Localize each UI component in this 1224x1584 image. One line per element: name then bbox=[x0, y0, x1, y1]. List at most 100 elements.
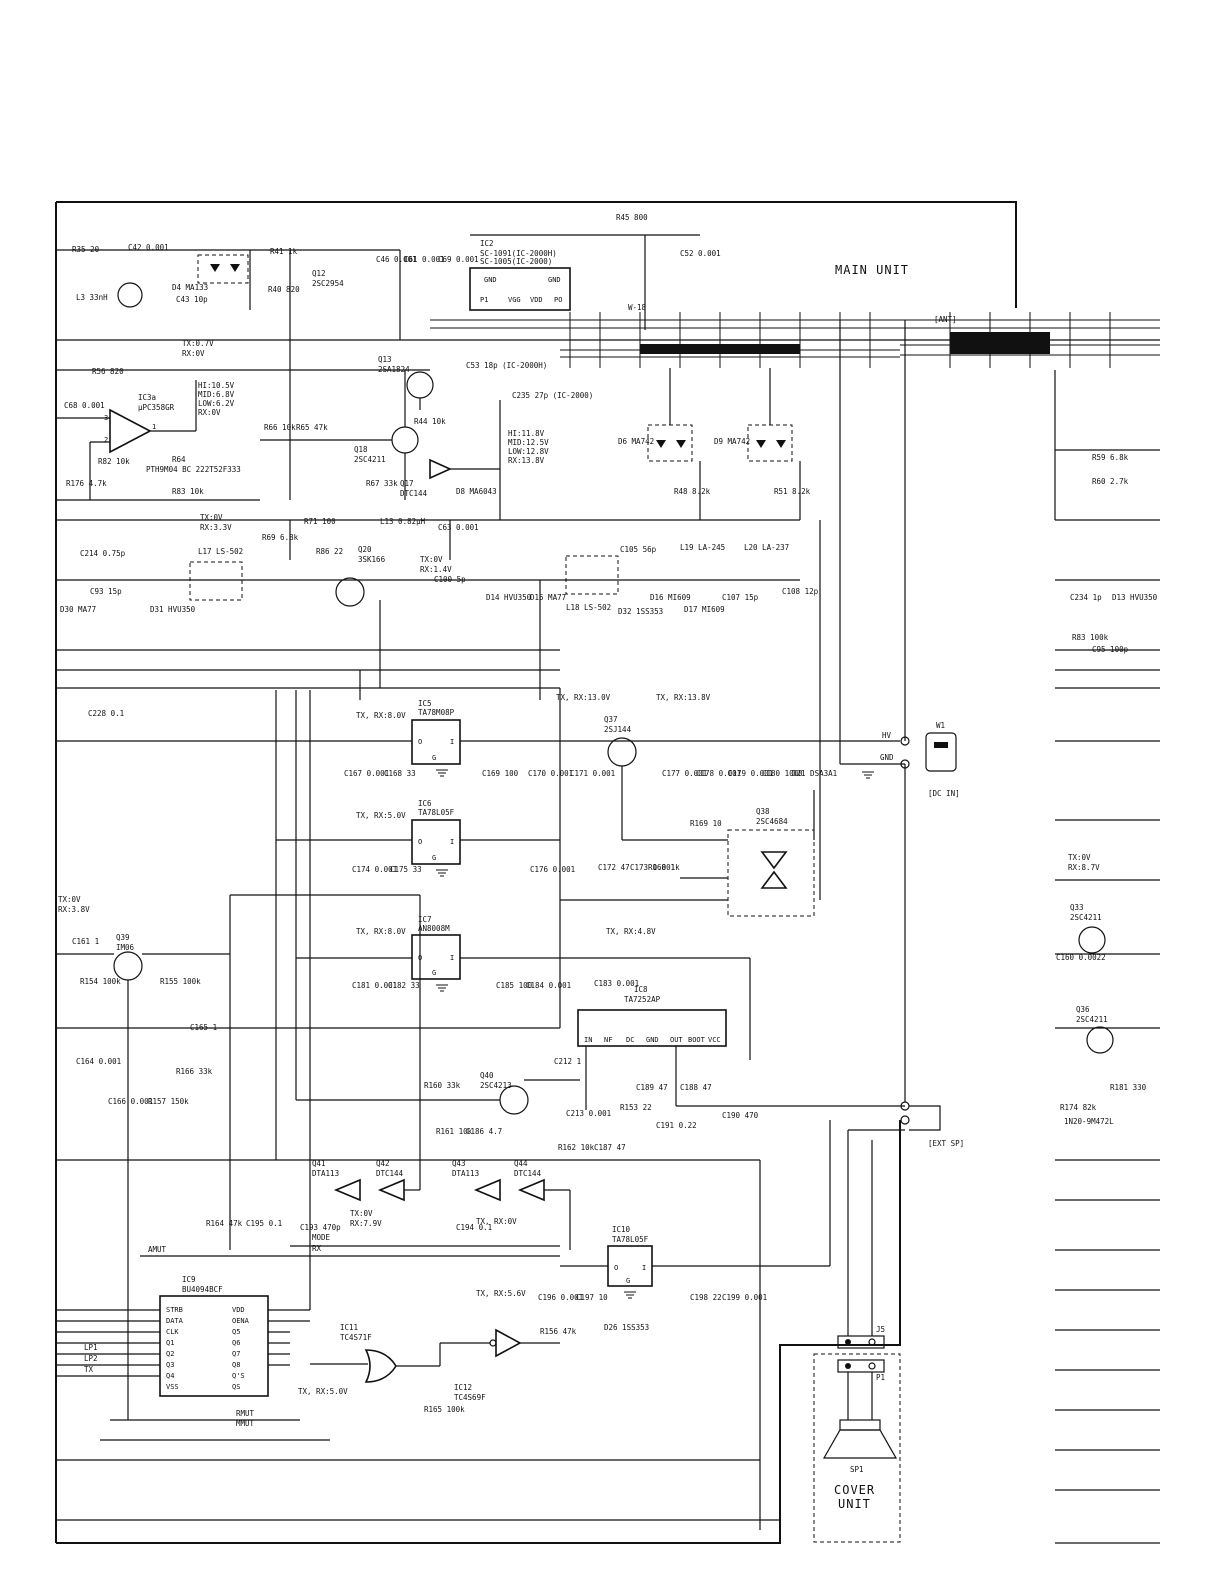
c187-label: C187 47 bbox=[594, 1143, 626, 1152]
ic9-pin-oena: OENA bbox=[232, 1317, 250, 1325]
q44-part: DTC144 bbox=[514, 1169, 542, 1178]
q20-ref: Q20 bbox=[358, 545, 372, 554]
r71-label: R71 100 bbox=[304, 517, 336, 526]
svg-text:O: O bbox=[614, 1264, 618, 1272]
tx-label: TX bbox=[84, 1365, 94, 1374]
top-left-rf-section: R35 20 C42 0.001 L3 33nH D4 MA133 C43 10… bbox=[56, 243, 721, 500]
d16-label: D16 MI609 bbox=[650, 593, 691, 602]
c43-label: C43 10p bbox=[176, 295, 208, 304]
ic8-ref: IC8 bbox=[634, 985, 648, 994]
q43-volt: TX, RX:0V bbox=[476, 1217, 517, 1226]
mode-label: MODE bbox=[312, 1233, 331, 1242]
cover-unit-line1: COVER bbox=[834, 1483, 875, 1497]
c53-label: C53 18p (IC-2000H) bbox=[466, 361, 547, 370]
c69-label: C69 0.001 bbox=[438, 255, 479, 264]
q33-volt-rx: RX:8.7V bbox=[1068, 863, 1100, 872]
ic9-pin-q6: Q6 bbox=[232, 1339, 240, 1347]
d4-label: D4 MA133 bbox=[172, 283, 208, 292]
c213-label: C213 0.001 bbox=[566, 1109, 611, 1118]
w18-label: W-18 bbox=[628, 303, 647, 312]
q43-part: DTA113 bbox=[452, 1169, 479, 1178]
c179-label: C179 0.001 bbox=[728, 769, 773, 778]
c95-label: C95 100p bbox=[1092, 645, 1129, 654]
r153-label: R153 22 bbox=[620, 1103, 652, 1112]
q40-ref: Q40 bbox=[480, 1071, 494, 1080]
q17-ref: Q17 bbox=[400, 479, 414, 488]
ic9-pin-q1: Q1 bbox=[166, 1339, 174, 1347]
ic2-pin-gnd-r: GND bbox=[548, 276, 561, 284]
ic3-volt-hi: HI:10.5V bbox=[198, 381, 235, 390]
c182-label: C182 33 bbox=[388, 981, 420, 990]
ic11-part: TC4S71F bbox=[340, 1333, 372, 1342]
ic2-part1: SC-1091(IC-2000H) bbox=[480, 249, 557, 258]
c100-label: C100 5p bbox=[434, 575, 466, 584]
c161-label: C161 1 bbox=[72, 937, 99, 946]
r59-label: R59 6.8k bbox=[1092, 453, 1129, 462]
q38-part: 2SJ144 bbox=[604, 725, 632, 734]
c46-label: C46 0.001 bbox=[376, 255, 417, 264]
ic6-ref: IC6 bbox=[418, 799, 432, 808]
q13-volt-rx: RX:13.8V bbox=[508, 456, 545, 465]
r168-label: R168 1k bbox=[648, 863, 680, 872]
r41-label: R41 1k bbox=[270, 247, 298, 256]
svg-text:1: 1 bbox=[152, 423, 156, 431]
bus-wires bbox=[56, 320, 841, 1521]
q43-ref: Q43 bbox=[452, 1159, 466, 1168]
ic2-pin-gnd-l: GND bbox=[484, 276, 497, 284]
c175-label: C175 33 bbox=[390, 865, 422, 874]
c165-label: C165 1 bbox=[190, 1023, 217, 1032]
ic3-volt-rx: RX:0V bbox=[198, 408, 221, 417]
ic9-pin-qs: QS bbox=[232, 1383, 240, 1391]
q41-ref: Q41 bbox=[312, 1159, 326, 1168]
q13-ref: Q13 bbox=[378, 355, 392, 364]
q13-volt-low: LOW:12.8V bbox=[508, 447, 549, 456]
r40-label: R40 820 bbox=[268, 285, 300, 294]
q37-part: IM06 bbox=[116, 943, 135, 952]
ic2-power-module: IC2 SC-1091(IC-2000H) SC-1005(IC-2000) G… bbox=[469, 213, 700, 330]
c178-label: C178 0.001 bbox=[696, 769, 741, 778]
ic11-volt: TX, RX:5.0V bbox=[298, 1387, 348, 1396]
ic9-pin-q3: Q3 bbox=[166, 1361, 174, 1369]
r48-label: R48 8.2k bbox=[674, 487, 711, 496]
r66-label: R66 10k bbox=[264, 423, 296, 432]
c196-label: C196 0.001 bbox=[538, 1293, 583, 1302]
c199-label: C199 0.001 bbox=[722, 1293, 767, 1302]
l3-label: L3 33nH bbox=[76, 293, 108, 302]
dc-in-connector: HV GND W1 [DC IN] bbox=[840, 320, 960, 798]
c189-label: C189 47 bbox=[636, 1083, 668, 1092]
ant-label: [ANT] bbox=[934, 315, 957, 324]
q42-ref: Q42 bbox=[376, 1159, 390, 1168]
q41-volt-rx: RX:7.9V bbox=[350, 1219, 382, 1228]
ic12-ref: IC12 bbox=[454, 1383, 472, 1392]
tx-top-rx: RX:0V bbox=[182, 349, 205, 358]
c180-label: C180 1000 bbox=[762, 769, 803, 778]
c177-label: C177 0.001 bbox=[662, 769, 707, 778]
svg-text:G: G bbox=[626, 1277, 630, 1285]
c169-label: C169 100 bbox=[482, 769, 519, 778]
l19-label: L19 LA-245 bbox=[680, 543, 725, 552]
q33-volt-tx: TX:0V bbox=[1068, 853, 1091, 862]
svg-text:G: G bbox=[432, 754, 436, 762]
ic7-part: AN8008M bbox=[418, 924, 450, 933]
txrx-48-label: TX, RX:4.8V bbox=[606, 927, 656, 936]
c193-label: C193 470p bbox=[300, 1223, 341, 1232]
ic8-pin-nf: NF bbox=[604, 1036, 612, 1044]
c176-label: C176 0.001 bbox=[530, 865, 575, 874]
r155-label: R155 100k bbox=[160, 977, 201, 986]
q13-volt-hi: HI:11.8V bbox=[508, 429, 545, 438]
q18-part: 2SC4211 bbox=[354, 455, 386, 464]
q42-part: DTC144 bbox=[376, 1169, 404, 1178]
ic9-pin-vdd: VDD bbox=[232, 1306, 245, 1314]
d17-label: D17 MI609 bbox=[684, 605, 725, 614]
ic8-pin-gnd: GND bbox=[646, 1036, 659, 1044]
r154-label: R154 100k bbox=[80, 977, 121, 986]
c235-label: C235 27p (IC-2000) bbox=[512, 391, 593, 400]
c228-label: C228 0.1 bbox=[88, 709, 124, 718]
ic7-supply: TX, RX:8.0V bbox=[356, 927, 406, 936]
c52-label: C52 0.001 bbox=[680, 249, 721, 258]
r161-label: R161 10k bbox=[436, 1127, 473, 1136]
ic10-section: O I G IC10 TA78L05F TX, RX:5.6V C196 0.0… bbox=[476, 1120, 831, 1336]
sp1-label: SP1 bbox=[850, 1465, 864, 1474]
c184-label: C184 0.001 bbox=[526, 981, 571, 990]
ic9-pin-data: DATA bbox=[166, 1317, 184, 1325]
